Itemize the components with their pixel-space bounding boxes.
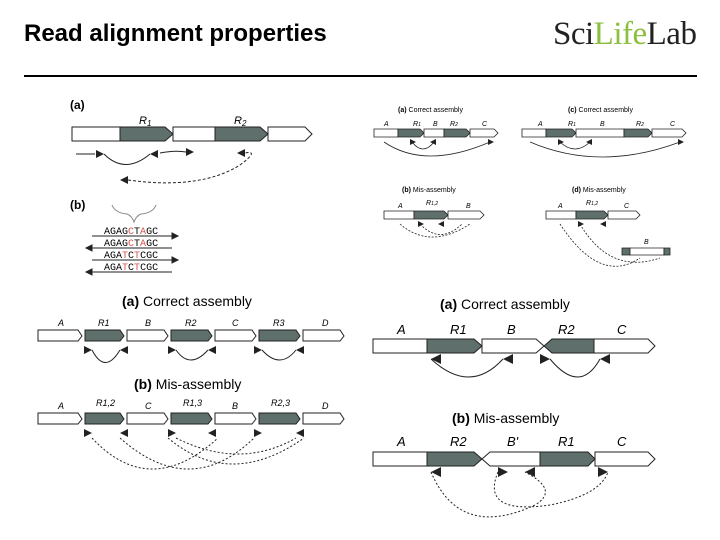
read-arrow-head [96, 150, 104, 158]
label-a: A [537, 121, 543, 128]
label: C [232, 318, 239, 328]
title-divider [24, 75, 697, 77]
label-r1: R1 [568, 121, 576, 128]
label: B [145, 318, 151, 328]
label-r1: R1 [413, 121, 421, 128]
panel4-a-title: (a) Correct assembly [440, 296, 570, 312]
panel3-b-title: (b) Mis-assembly [134, 376, 241, 392]
read-pair-link [103, 153, 151, 165]
contig-d: A R1,2 C B [545, 200, 671, 267]
read-stack-brace [111, 204, 157, 224]
read-seq: AGAGCTAGC [104, 227, 158, 238]
panel2-c-title: (c) Correct assembly [568, 107, 633, 114]
repeat-block-r2 [214, 126, 269, 142]
read-pair-link [159, 150, 187, 154]
label: R2 [185, 318, 197, 328]
contig-correct-labels: A R1 B R2 C R3 D [57, 318, 329, 328]
panel-two-repeats: (a) Correct assembly A R1 B R2 C (b) Mis… [372, 296, 656, 518]
panel2-d-title: (d) Mis-assembly [572, 187, 626, 194]
label: C [617, 322, 627, 337]
label: R1 [450, 322, 467, 337]
label-r2: R2 [450, 121, 458, 128]
read-arrow-head [150, 150, 158, 158]
contig-misassembly-labels: A R1,2 C R1,3 B R2,3 D [57, 398, 329, 411]
unique-block [71, 126, 121, 142]
label: R2 [450, 434, 467, 449]
panel-three-repeats: (a) Correct assembly A R1 B R2 C R3 D (b… [37, 293, 345, 470]
label-b: B [644, 239, 649, 246]
logo-part-sci: Sci [553, 16, 594, 52]
scilifelab-logo: SciLifeLab [553, 16, 697, 53]
label: R1 [558, 434, 575, 449]
read-arrow-head [186, 148, 194, 156]
label: B' [507, 434, 519, 449]
label: A [396, 322, 406, 337]
label-a: A [383, 121, 389, 128]
read-stack: AGAGCTAGC AGAGCTAGC AGATCTCGC AGATCTCGC [104, 227, 158, 274]
label-r1: R1 [139, 115, 151, 128]
contig-correct [37, 329, 345, 363]
logo-part-life: Life [593, 16, 647, 52]
label: B [507, 322, 516, 337]
contig-correct-large-labels: A R1 B R2 C [396, 322, 627, 337]
label-r2: R2 [234, 115, 247, 128]
label: D [322, 318, 329, 328]
label: B [232, 401, 238, 411]
label-b: B [433, 121, 438, 128]
label-r12: R1,2 [586, 200, 598, 207]
contig-misassembly-large [372, 451, 656, 518]
label: A [57, 401, 64, 411]
read-arrow-head [237, 149, 245, 157]
read-pair-link [127, 152, 252, 184]
label-b: B [600, 121, 605, 128]
page-title: Read alignment properties [24, 20, 327, 47]
read-lines [84, 232, 180, 276]
label: A [57, 318, 64, 328]
contig-misassembly-large-labels: A R2 B' R1 C [396, 434, 627, 449]
panel2-b-title: (b) Mis-assembly [402, 187, 456, 194]
label: R1,2 [96, 398, 115, 408]
panel1-label-a: (a) [70, 98, 85, 112]
read-seq: AGAGCTAGC [104, 239, 158, 250]
read-seq: AGATCTCGC [104, 263, 158, 274]
label-c: C [670, 121, 676, 128]
contig-c: A R1 B R2 C [521, 121, 687, 158]
label-a: A [557, 203, 563, 210]
label-c: C [624, 203, 630, 210]
read-seq: AGATCTCGC [104, 251, 158, 262]
logo-part-lab: Lab [646, 16, 697, 52]
contig-misassembly [37, 412, 345, 470]
panel2-a-title: (a) Correct assembly [398, 107, 463, 114]
label: D [322, 401, 329, 411]
read-arrow-head [120, 176, 128, 184]
label: R2,3 [271, 398, 290, 408]
unique-block [267, 126, 313, 142]
panel1-label-b: (b) [70, 198, 85, 212]
label-r2: R2 [636, 121, 644, 128]
panel-small-assemblies: (a) Correct assembly A R1 B R2 C (c) Cor… [373, 107, 687, 267]
label: R3 [273, 318, 285, 328]
contig-b: A R1,2 B [383, 200, 485, 238]
label-r12: R1,2 [426, 200, 438, 207]
label: R1 [98, 318, 110, 328]
unique-block [172, 126, 216, 142]
label-b: B [466, 203, 471, 210]
label: R2 [558, 322, 575, 337]
label-c: C [482, 121, 488, 128]
label: A [396, 434, 406, 449]
label: R1,3 [183, 398, 202, 408]
panel4-b-title: (b) Mis-assembly [452, 410, 559, 426]
contig-a: A R1 B R2 C [373, 121, 499, 157]
repeat-block-r1 [119, 126, 174, 142]
label-a: A [397, 203, 403, 210]
label: C [617, 434, 627, 449]
panel-read-pairs: (a) R1 R2 (b) AGAGCTAGC AGAGCTAGC AGATCT… [70, 98, 313, 276]
label: C [145, 401, 152, 411]
panel3-a-title: (a) Correct assembly [122, 293, 252, 309]
contig-correct-large [372, 338, 656, 378]
